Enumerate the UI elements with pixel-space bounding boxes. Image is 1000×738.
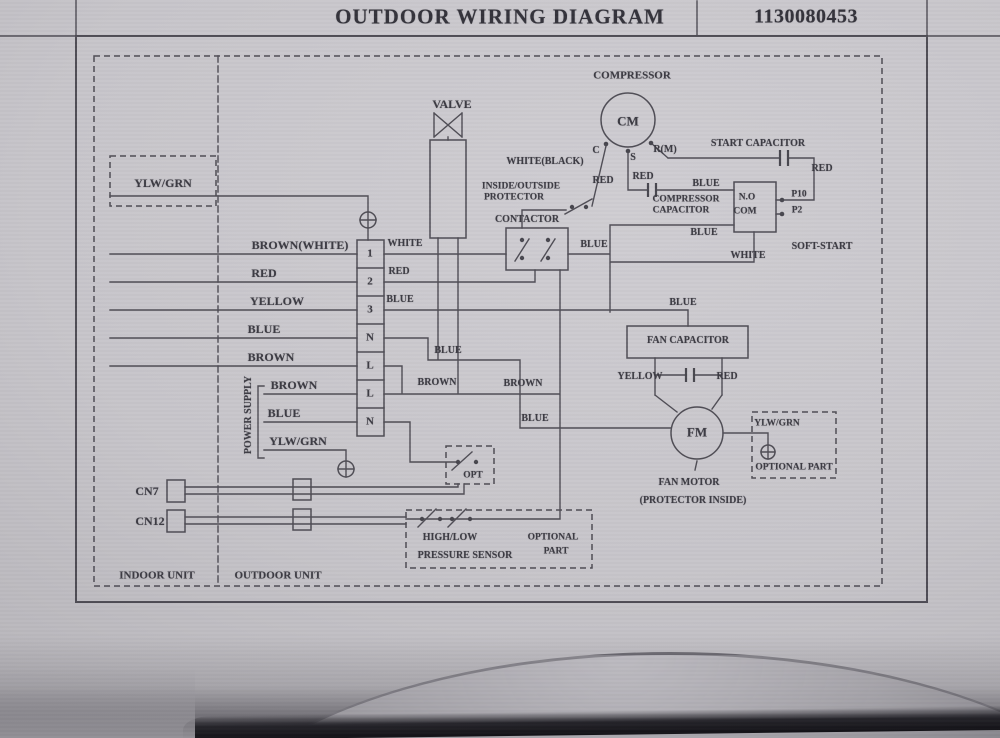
soft-start-com: COM (733, 206, 757, 217)
wire-white-right: WHITE (387, 238, 423, 249)
dashed-borders (93, 55, 883, 587)
wire-red-start-cap: RED (811, 163, 833, 174)
connector-symbols (166, 478, 312, 533)
wire-red-s: RED (632, 171, 654, 182)
doc-number: 1130080453 (754, 5, 858, 28)
power-supply-label: POWER SUPPLY (243, 375, 254, 455)
wire-yellow-left: YELLOW (249, 294, 305, 308)
bottom-left-highlight (0, 668, 195, 738)
wire-brown-white: BROWN(WHITE) (251, 238, 349, 252)
ps-wire-blue: BLUE (267, 406, 301, 420)
pressure-optional-line2: PART (543, 546, 569, 557)
start-capacitor-label: START CAPACITOR (710, 138, 806, 149)
compressor-capacitor-line2: CAPACITOR (652, 205, 710, 216)
soft-start-box (733, 181, 785, 233)
fan-capacitor-label: FAN CAPACITOR (647, 335, 729, 346)
wire-blue-n: BLUE (434, 345, 462, 356)
wire-blue-left: BLUE (247, 322, 281, 336)
ground-symbols (337, 211, 776, 478)
switch-symbols (417, 451, 479, 528)
wire-blue-fan: BLUE (669, 297, 697, 308)
capacitor-symbols (646, 150, 790, 382)
terminal-2: 2 (367, 275, 373, 288)
valve-symbol (429, 112, 467, 239)
wire-red-left: RED (251, 266, 277, 280)
wire-brown-l: BROWN (417, 377, 457, 388)
protector-line1: INSIDE/OUTSIDE (481, 181, 561, 192)
protector-line2: PROTECTOR (483, 192, 545, 203)
terminal-1: 1 (367, 247, 373, 260)
compressor-symbol (600, 92, 656, 154)
wire-blue-right: BLUE (386, 294, 414, 305)
wire-white-soft-start: WHITE (730, 250, 766, 261)
fan-motor-symbol (670, 406, 724, 460)
wire-brown-mid: BROWN (503, 378, 543, 389)
fan-motor-fm: FM (686, 424, 708, 440)
indoor-unit-label: INDOOR UNIT (119, 569, 195, 582)
wire-ylwgrn-fan: YLW/GRN (754, 418, 800, 429)
pressure-sensor-line1: HIGH/LOW (422, 532, 478, 543)
wire-blue-soft-start-top: BLUE (692, 178, 720, 189)
ps-wire-ylwgrn: YLW/GRN (269, 434, 327, 448)
pressure-optional-line1: OPTIONAL (527, 532, 579, 543)
compressor-term-rm: R(M) (653, 144, 677, 155)
valve-label: VALVE (432, 97, 472, 111)
fan-capacitor-symbol (626, 325, 749, 359)
compressor-capacitor-line1: COMPRESSOR (652, 194, 720, 205)
wire-blue-bottom: BLUE (521, 413, 549, 424)
contactor-symbol (505, 227, 569, 271)
fan-motor-sublabel: (PROTECTOR INSIDE) (639, 495, 747, 506)
outer-border (75, 35, 928, 603)
wires (109, 142, 815, 525)
soft-start-p2: P2 (791, 205, 803, 216)
wire-red-right: RED (388, 266, 410, 277)
page-title: OUTDOOR WIRING DIAGRAM (335, 4, 665, 29)
soft-start-label: SOFT-START (791, 241, 853, 252)
ps-wire-brown: BROWN (270, 378, 318, 392)
soft-start-p10: P10 (791, 189, 807, 200)
fan-motor-label: FAN MOTOR (658, 477, 720, 488)
soft-start-no: N.O (738, 192, 756, 203)
compressor-term-c: C (592, 145, 600, 156)
wire-red-fan: RED (716, 371, 738, 382)
wire-white-black: WHITE(BLACK) (506, 156, 584, 167)
wire-ylwgrn-indoor: YLW/GRN (134, 176, 192, 190)
wire-red-c: RED (592, 175, 614, 186)
protector-symbol (564, 198, 593, 215)
compressor-term-s: S (630, 152, 636, 163)
terminal-n2: N (366, 415, 374, 428)
contactor-label: CONTACTOR (494, 214, 560, 225)
opt-label: OPT (463, 470, 483, 481)
wire-brown-left: BROWN (247, 350, 295, 364)
cn12-label: CN12 (135, 514, 165, 528)
compressor-label: COMPRESSOR (593, 69, 671, 82)
pressure-sensor-line2: PRESSURE SENSOR (417, 550, 513, 561)
terminal-3: 3 (367, 303, 373, 316)
outdoor-unit-label: OUTDOOR UNIT (234, 569, 322, 582)
wire-yellow-fan: YELLOW (617, 371, 663, 382)
wire-blue-soft-start-bottom: BLUE (690, 227, 718, 238)
cn7-label: CN7 (135, 484, 159, 498)
terminal-n1: N (366, 331, 374, 344)
wire-blue-contactor: BLUE (580, 239, 608, 250)
terminal-l1: L (366, 359, 374, 372)
terminal-l2: L (366, 387, 374, 400)
optional-part-label: OPTIONAL PART (755, 462, 833, 473)
compressor-cm: CM (617, 113, 639, 129)
